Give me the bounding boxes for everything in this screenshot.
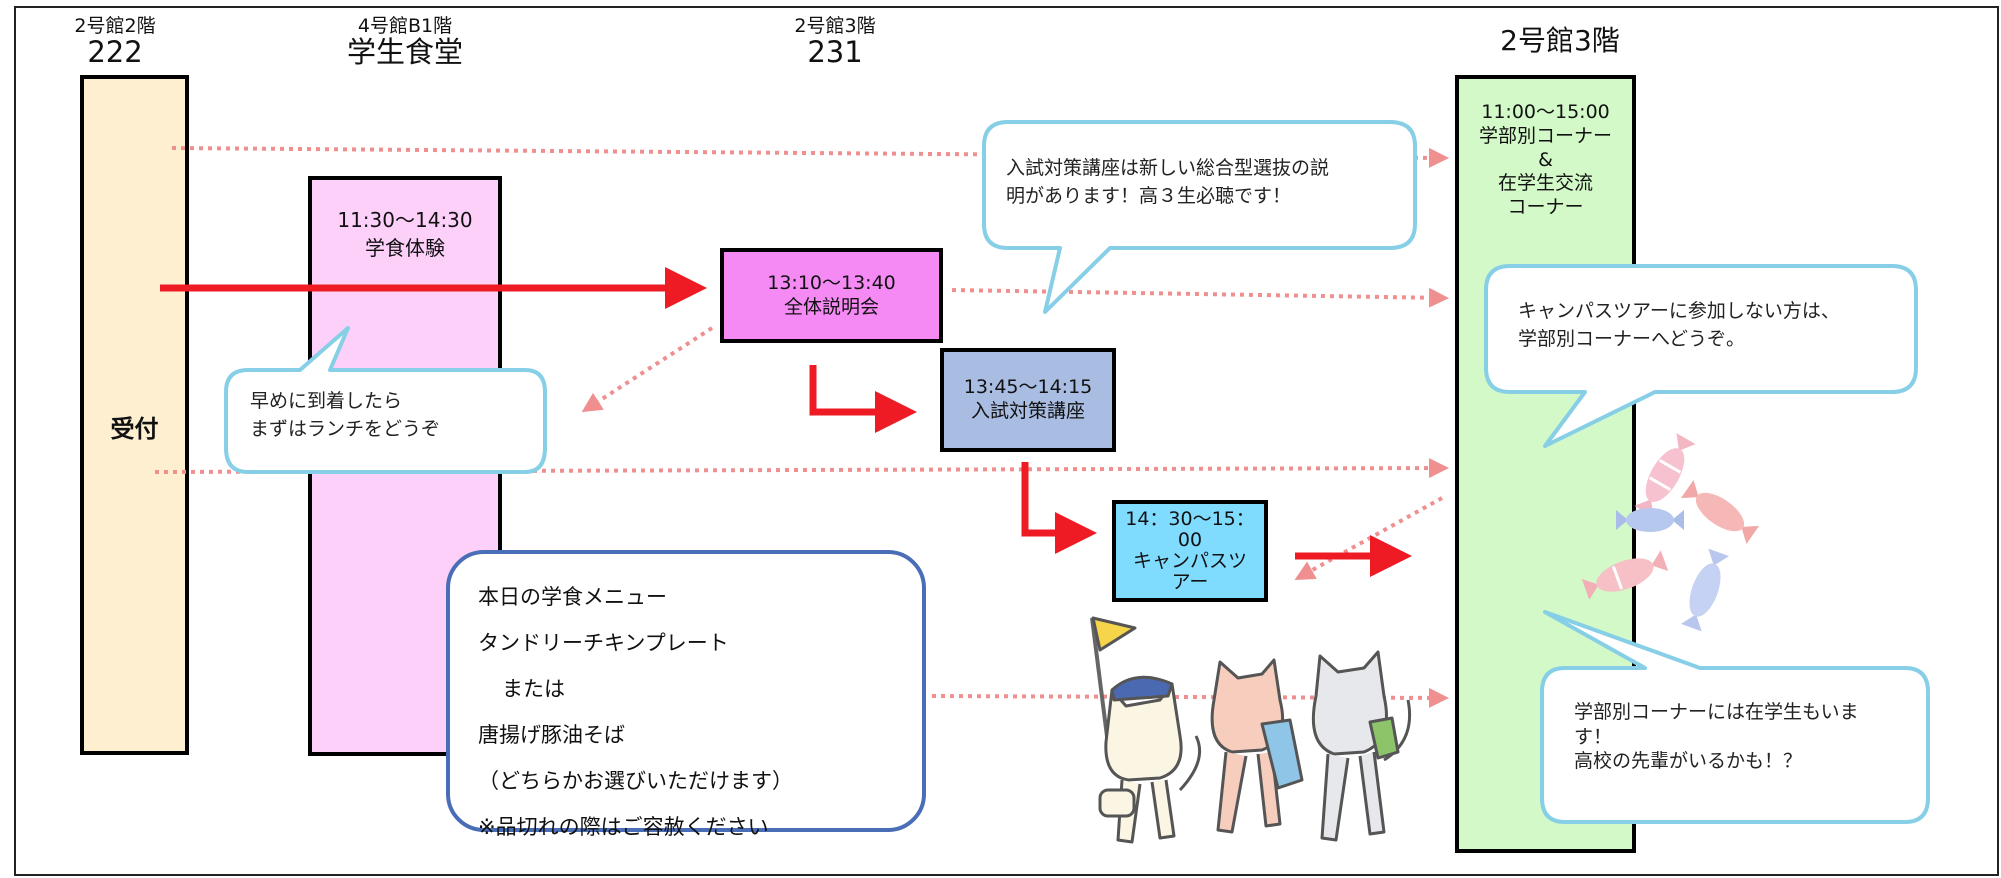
floor3-corner: 学部別コーナー [1478,124,1612,147]
students-line-1: 学部別コーナーには在学生もいま [1574,701,1859,723]
reception-room: 222 [87,34,143,69]
menu-or: または [502,677,565,701]
candy-icon [1616,508,1684,532]
floor3-location: 2号館3階 [1460,24,1660,57]
reception-column: 受付 [80,75,189,755]
bubble-tour-skip [1484,264,1918,448]
tour-skip-line-2: 学部別コーナーへどうぞ。 [1518,327,1746,350]
tour-time: 14：30～15：00 [1125,508,1255,552]
menu-soldout: ※品切れの際はご容赦ください [478,815,769,839]
menu-note: （どちらかお選びいただけます） [478,769,793,793]
cafeteria-time: 11:30～14:30 [337,208,473,232]
menu-item-karaage: 唐揚げ豚油そば [478,723,625,747]
menu-title: 本日の学食メニュー [478,585,667,609]
lunch-callout-text: 早めに到着したら まずはランチをどうぞ [250,388,440,443]
general-session-time: 13:10～13:40 [767,271,896,294]
arrow-entrance-tour [1021,462,1097,554]
candy-icon [1581,550,1669,600]
entrance-session-label: 入試対策講座 [970,400,1085,422]
general-session-label: 全体説明会 [783,295,879,318]
arrow-general-entrance [809,365,917,433]
reception-label: 受付 [110,415,159,443]
floor3-ampersand: & [1538,148,1553,171]
room231-room: 231 [807,34,863,69]
floor3-building: 2号館3階 [1500,24,1620,57]
cats-illustration [1090,616,1412,844]
reception-building: 2号館2階 [74,15,156,37]
seminar-line-2: 明があります！高３生必聴です！ [1006,184,1292,207]
cat-pink-icon [1210,658,1304,834]
menu-item-tandoori: タンドリーチキンプレート [478,631,729,655]
dotted-arrow-floor3-tour [1294,496,1443,580]
tour-box: 14：30～15：00 キャンパスツ アー [1112,500,1268,602]
candy-decoration [1581,433,1760,632]
lunch-line-1: 早めに到着したら [250,390,403,412]
candy-icon [1634,433,1696,517]
lunch-line-2: まずはランチをどうぞ [250,417,441,440]
dotted-arrow-general-cafeteria [581,326,714,413]
cafeteria-room: 学生食堂 [346,34,463,69]
seminar-line-1: 入試対策講座は新しい総合型選抜の説 [1006,157,1330,179]
tour-label-1: キャンパスツ [1132,550,1247,572]
floor3-exchange: 在学生交流 [1497,172,1593,195]
tour-skip-callout-text: キャンパスツアーに参加しない方は、 学部別コーナーへどうぞ。 [1518,298,1840,353]
page-frame [14,6,1999,876]
candy-icon [1680,548,1730,632]
bubble-students [1540,610,1930,824]
students-callout-text: 学部別コーナーには在学生もいま す！ 高校の先輩がいるかも！？ [1574,700,1859,774]
tour-skip-line-1: キャンパスツアーに参加しない方は、 [1518,300,1840,322]
cat-gray-icon [1311,650,1412,842]
floor3-time: 11:00～15:00 [1481,101,1610,123]
room231-location: 2号館3階 231 [770,16,900,69]
students-line-3: 高校の先輩がいるかも！？ [1574,750,1803,773]
floor3-corner2: コーナー [1507,196,1584,218]
reception-location: 2号館2階 222 [55,16,175,69]
room231-building: 2号館3階 [794,15,876,37]
candy-icon [1680,480,1760,544]
cafeteria-location: 4号館B1階 学生食堂 [320,16,490,69]
solid-arrows [160,267,1412,577]
general-session-box: 13:10～13:40 全体説明会 [720,248,943,343]
bubble-lunch [224,326,547,474]
cafeteria-menu-card: 本日の学食メニュー タンドリーチキンプレート または 唐揚げ豚油そば （どちらか… [446,550,926,839]
dotted-arrow-general-floor3 [951,287,1449,308]
seminar-callout-text: 入試対策講座は新しい総合型選抜の説 明があります！高３生必聴です！ [1006,155,1329,210]
floor3-info: 11:00～15:00 学部別コーナー & 在学生交流 コーナー [1459,101,1632,220]
cat-guide-icon [1098,675,1202,844]
entrance-session-box: 13:45～14:15 入試対策講座 [940,348,1116,452]
cafeteria-label: 学食体験 [365,236,445,260]
students-line-2: す！ [1574,725,1613,748]
cafeteria-building: 4号館B1階 [357,15,453,37]
tour-label-2: アー [1171,570,1209,593]
entrance-session-time: 13:45～14:15 [963,376,1093,399]
bubble-seminar [982,120,1417,314]
